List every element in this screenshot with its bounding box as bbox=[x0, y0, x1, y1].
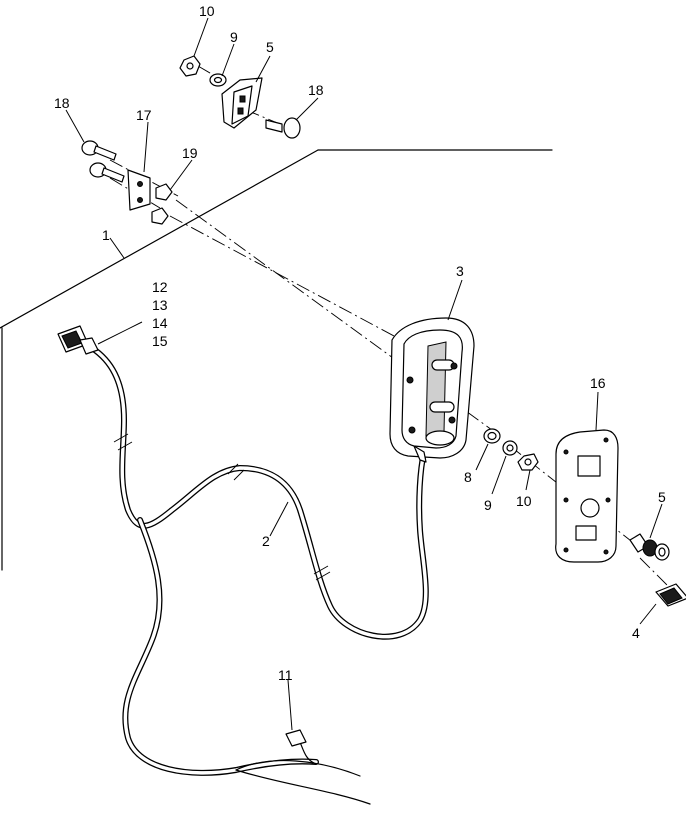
callout-18-left: 18 bbox=[54, 95, 70, 111]
callout-3: 3 bbox=[456, 263, 464, 279]
callout-9-mid: 9 bbox=[484, 497, 492, 513]
callout-13: 13 bbox=[152, 297, 168, 313]
callout-18-right: 18 bbox=[308, 82, 324, 98]
callout-12: 12 bbox=[152, 279, 168, 295]
callout-1: 1 bbox=[102, 227, 110, 243]
connector-plug-icon bbox=[57, 325, 99, 355]
callout-8: 8 bbox=[464, 469, 472, 485]
switch-plate-icon bbox=[555, 429, 619, 563]
callout-10-top: 10 bbox=[199, 3, 215, 19]
callout-10-mid: 10 bbox=[516, 493, 532, 509]
callout-16: 16 bbox=[590, 375, 606, 391]
callout-9-top: 9 bbox=[230, 29, 238, 45]
top-hardware bbox=[179, 55, 301, 139]
small-connector-icon bbox=[285, 729, 307, 747]
leader-lines bbox=[65, 17, 663, 731]
switch-housing-icon bbox=[389, 317, 475, 463]
callout-17: 17 bbox=[136, 107, 152, 123]
callout-11: 11 bbox=[278, 667, 293, 683]
callout-14: 14 bbox=[152, 315, 168, 331]
callout-2: 2 bbox=[262, 533, 270, 549]
wire-harness bbox=[89, 345, 429, 805]
rotary-switch-icon bbox=[629, 533, 670, 561]
callout-15: 15 bbox=[152, 333, 168, 349]
left-hardware bbox=[81, 140, 173, 225]
callout-5-right: 5 bbox=[658, 489, 666, 505]
callout-19: 19 bbox=[182, 145, 198, 161]
callout-5-top: 5 bbox=[266, 39, 274, 55]
panel-outline bbox=[0, 149, 553, 571]
callout-4: 4 bbox=[632, 625, 640, 641]
rocker-switch-icon bbox=[655, 583, 686, 607]
washer-nut-stack bbox=[483, 428, 539, 471]
